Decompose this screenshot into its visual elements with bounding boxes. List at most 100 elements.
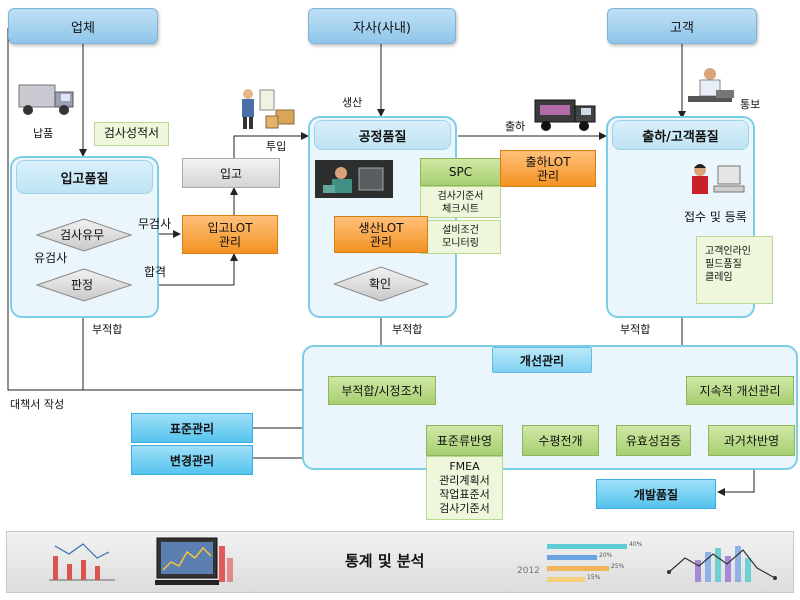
customer-docs-note: 고객인라인 필드품질 클레임 [696, 236, 773, 304]
spc-text: SPC [448, 165, 473, 179]
receiving-text: 입고 [219, 166, 243, 181]
reception-worker-icon [692, 164, 745, 194]
pass-label: 합격 [144, 265, 167, 279]
production-lot-line1: 생산LOT [358, 220, 404, 235]
company-header-label: 자사(사내) [353, 20, 411, 36]
shipping-label: 출하 [505, 120, 526, 133]
mini-bar-2 [547, 555, 597, 560]
statistics-title: 통계 및 분석 [345, 552, 425, 570]
corrective-action-box: 부적합/시정조치 [328, 376, 436, 405]
no-inspection-label: 무검사 [138, 217, 172, 231]
process-quality-title: 공정품질 [314, 120, 451, 150]
receipt-register-label: 접수 및 등록 [684, 210, 747, 224]
inspection-flag-diamond [36, 218, 132, 252]
standard-management-box: 표준관리 [131, 413, 253, 443]
production-worker-icon [315, 160, 393, 198]
change-management-box: 변경관리 [131, 445, 253, 475]
confirm-diamond [333, 266, 429, 302]
horizontal-deploy-text: 수평전개 [538, 434, 583, 448]
receiving-box: 입고 [182, 158, 280, 188]
line-bar-chart-icon [667, 546, 777, 582]
production-lot-box: 생산LOT 관리 [334, 216, 428, 253]
production-label: 생산 [342, 96, 363, 109]
equip-docs-note: 설비조건 모니터링 [420, 220, 501, 254]
customer-doc-2: 필드품질 [705, 259, 742, 270]
corrective-report-label: 대책서 작성 [10, 398, 65, 411]
horizontal-deploy-box: 수평전개 [522, 425, 599, 456]
customer-nonconform-label: 부적합 [620, 323, 651, 336]
incoming-lot-box: 입고LOT 관리 [182, 215, 278, 254]
standard-apply-box: 표준류반영 [426, 425, 503, 456]
spc-doc-2: 체크시트 [442, 204, 479, 215]
mini-bar-3-pct: 25% [611, 563, 625, 570]
monitor-chart-icon [155, 537, 233, 585]
spc-doc-1: 검사기준서 [437, 191, 484, 202]
ship-lot-line2: 관리 [536, 168, 560, 183]
mini-report-year: 2012 [517, 566, 540, 576]
ship-lot-box: 출하LOT 관리 [500, 150, 596, 187]
incoming-nonconform-label: 부적합 [92, 323, 123, 336]
incoming-lot-line2: 관리 [218, 234, 242, 249]
with-inspection-label: 유검사 [34, 251, 68, 265]
shipping-quality-title-text: 출하/고객품질 [642, 129, 719, 145]
mini-bar-1 [547, 544, 627, 549]
vendor-header: 업체 [8, 8, 158, 44]
past-reflect-text: 과거차반영 [723, 434, 780, 448]
judgement-diamond [36, 268, 132, 302]
effect-verify-box: 유효성검증 [616, 425, 691, 456]
incoming-lot-line1: 입고LOT [207, 220, 253, 235]
judgement-label: 판정 [71, 278, 94, 292]
std-doc-2: 관리계획서 [439, 474, 490, 487]
development-quality-text: 개발품질 [633, 487, 679, 502]
spc-box: SPC [420, 158, 501, 186]
inspection-flag-label: 검사유무 [60, 228, 105, 242]
shipping-truck-icon [534, 99, 596, 131]
continuous-improvement-text: 지속적 개선관리 [699, 384, 781, 398]
process-nonconform-label: 부적합 [392, 323, 423, 336]
standard-docs-note: FMEA 관리계획서 작업표준서 검사기준서 [426, 456, 503, 520]
mini-bar-3 [547, 566, 609, 571]
notify-label: 통보 [740, 98, 761, 111]
vendor-header-label: 업체 [71, 20, 95, 36]
input-label: 투입 [266, 140, 287, 153]
mini-bar-2-pct: 20% [599, 552, 613, 559]
company-header: 자사(사내) [308, 8, 456, 44]
mini-report-icon: 2012 40% 20% 25% 15% [513, 540, 643, 586]
development-quality-box: 개발품질 [596, 479, 716, 509]
warehouse-worker-icon [242, 89, 295, 129]
delivery-label: 납품 [33, 127, 54, 140]
customer-doc-3: 클레임 [705, 272, 733, 283]
customer-doc-1: 고객인라인 [705, 246, 751, 257]
standard-management-text: 표준관리 [169, 421, 215, 436]
effect-verify-text: 유효성검증 [625, 434, 682, 448]
inspection-report-box: 검사성적서 [94, 122, 169, 146]
shipping-quality-title: 출하/고객품질 [612, 120, 749, 150]
incoming-quality-title-text: 입고품질 [60, 171, 109, 187]
incoming-quality-title: 입고품질 [16, 160, 153, 194]
mini-bar-4 [547, 577, 585, 582]
past-reflect-box: 과거차반영 [708, 425, 795, 456]
corrective-action-text: 부적합/시정조치 [341, 384, 423, 398]
truck-icon [18, 84, 74, 115]
improvement-title-text: 개선관리 [519, 353, 565, 368]
std-doc-3: 작업표준서 [439, 488, 490, 501]
production-lot-line2: 관리 [369, 234, 393, 249]
spc-docs-note: 검사기준서 체크시트 [420, 186, 501, 218]
confirm-label: 확인 [369, 277, 392, 291]
bar-chart-icon [49, 543, 115, 581]
mini-bar-1-pct: 40% [629, 541, 643, 548]
process-quality-title-text: 공정품질 [358, 129, 407, 145]
change-management-text: 변경관리 [169, 453, 215, 468]
std-doc-1: FMEA [449, 460, 480, 473]
customer-header-label: 고객 [670, 20, 694, 36]
improvement-title: 개선관리 [492, 347, 592, 373]
statistics-bar: 통계 및 분석 2012 40% 20% 25% 15% [6, 531, 794, 593]
continuous-improvement-box: 지속적 개선관리 [686, 376, 794, 405]
equip-doc-2: 모니터링 [442, 238, 479, 249]
standard-apply-text: 표준류반영 [436, 434, 493, 448]
std-doc-4: 검사기준서 [439, 502, 490, 515]
customer-phone-icon [688, 68, 734, 102]
inspection-report-text: 검사성적서 [103, 126, 160, 140]
mini-bar-4-pct: 15% [587, 574, 601, 581]
